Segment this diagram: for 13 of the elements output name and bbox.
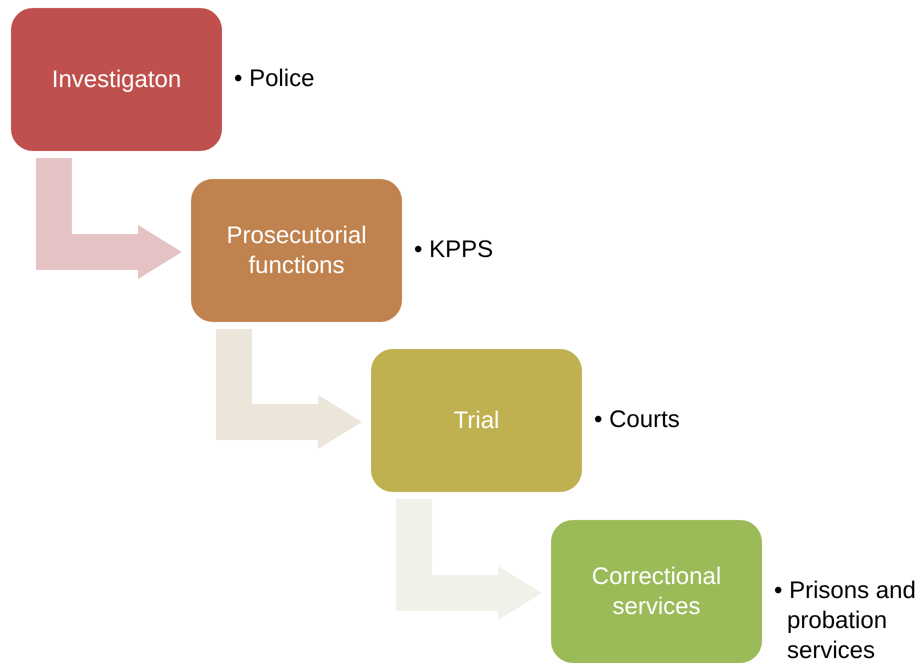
process-box: [551, 520, 762, 663]
bullet-text: • KPPS: [414, 235, 494, 265]
bullet-text: • Prisons and probation services: [774, 576, 917, 663]
box-label: Investigaton: [52, 64, 182, 94]
bullet-text: • Courts: [594, 405, 681, 435]
process-box: [11, 8, 222, 151]
box-label: Correctional services: [590, 562, 722, 622]
bent-arrow: [216, 329, 362, 449]
process-box: [191, 179, 402, 322]
bullet-text: • Police: [234, 64, 316, 94]
box-label: Prosecutorial functions: [225, 220, 368, 280]
box-label: Trial: [454, 406, 500, 436]
process-box: [371, 349, 582, 492]
